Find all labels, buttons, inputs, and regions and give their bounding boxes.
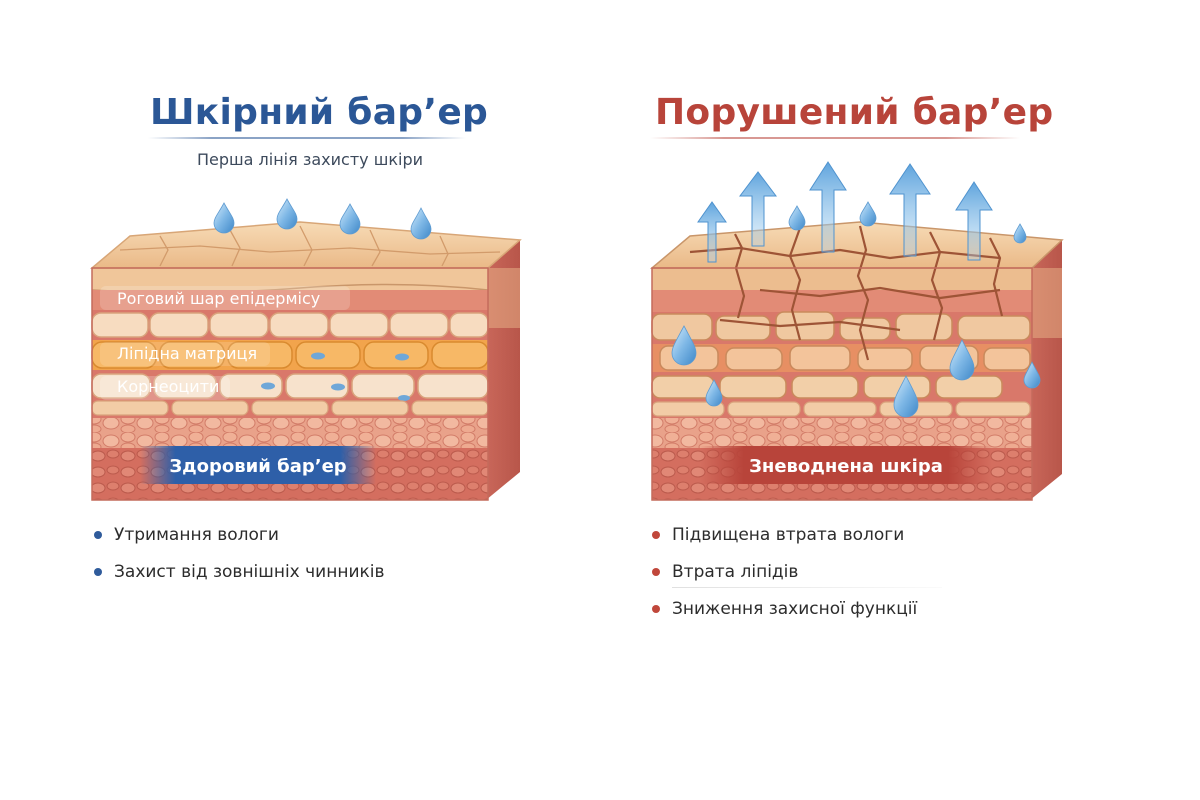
healthy-barrier-badge-bg — [140, 446, 376, 484]
layer-label-backings — [100, 286, 350, 400]
bullet-dot-icon — [94, 568, 102, 576]
moisture-loss-arrows — [697, 161, 993, 263]
divider — [672, 587, 942, 588]
list-item: Втрата ліпідів — [650, 561, 917, 598]
bullet-dot-icon — [652, 568, 660, 576]
dehydrated-skin-badge: Зневоднена шкіра — [749, 456, 943, 477]
water-drops — [671, 201, 1041, 418]
dehydrated-skin-badge-bg — [700, 446, 992, 484]
water-drops — [213, 198, 432, 240]
layer-label-stratum-corneum: Роговий шар епідермісу — [117, 289, 320, 308]
bullet-text: Захист від зовнішніх чинників — [114, 562, 385, 582]
bullet-dot-icon — [652, 605, 660, 613]
bullet-dot-icon — [652, 531, 660, 539]
healthy-barrier-subtitle: Перша лінія захисту шкіри — [196, 150, 423, 169]
title-underline — [148, 137, 466, 139]
bullet-text: Підвищена втрата вологи — [672, 525, 905, 545]
damaged-barrier-title: Порушений бар’ер — [655, 92, 1054, 133]
damaged-barrier-bullet-list: Підвищена втрата вологи Втрата ліпідів З… — [650, 524, 917, 635]
layer-label-lipid-matrix: Ліпідна матриця — [117, 344, 257, 363]
bullet-dot-icon — [94, 531, 102, 539]
bullet-text: Утримання вологи — [114, 525, 279, 545]
list-item: Захист від зовнішніх чинників — [92, 561, 385, 598]
healthy-barrier-bullet-list: Утримання вологи Захист від зовнішніх чи… — [92, 524, 385, 598]
list-item: Підвищена втрата вологи — [650, 524, 917, 561]
healthy-barrier-badge: Здоровий бар’ер — [169, 456, 346, 477]
title-underline — [650, 137, 1020, 139]
healthy-barrier-title: Шкірний бар’ер — [150, 92, 489, 133]
bullet-text: Зниження захисної функції — [672, 599, 918, 619]
bullet-text: Втрата ліпідів — [672, 562, 799, 582]
list-item: Утримання вологи — [92, 524, 385, 561]
list-item: Зниження захисної функції — [650, 598, 917, 635]
layer-label-corneocytes: Корнеоцити — [117, 377, 219, 396]
